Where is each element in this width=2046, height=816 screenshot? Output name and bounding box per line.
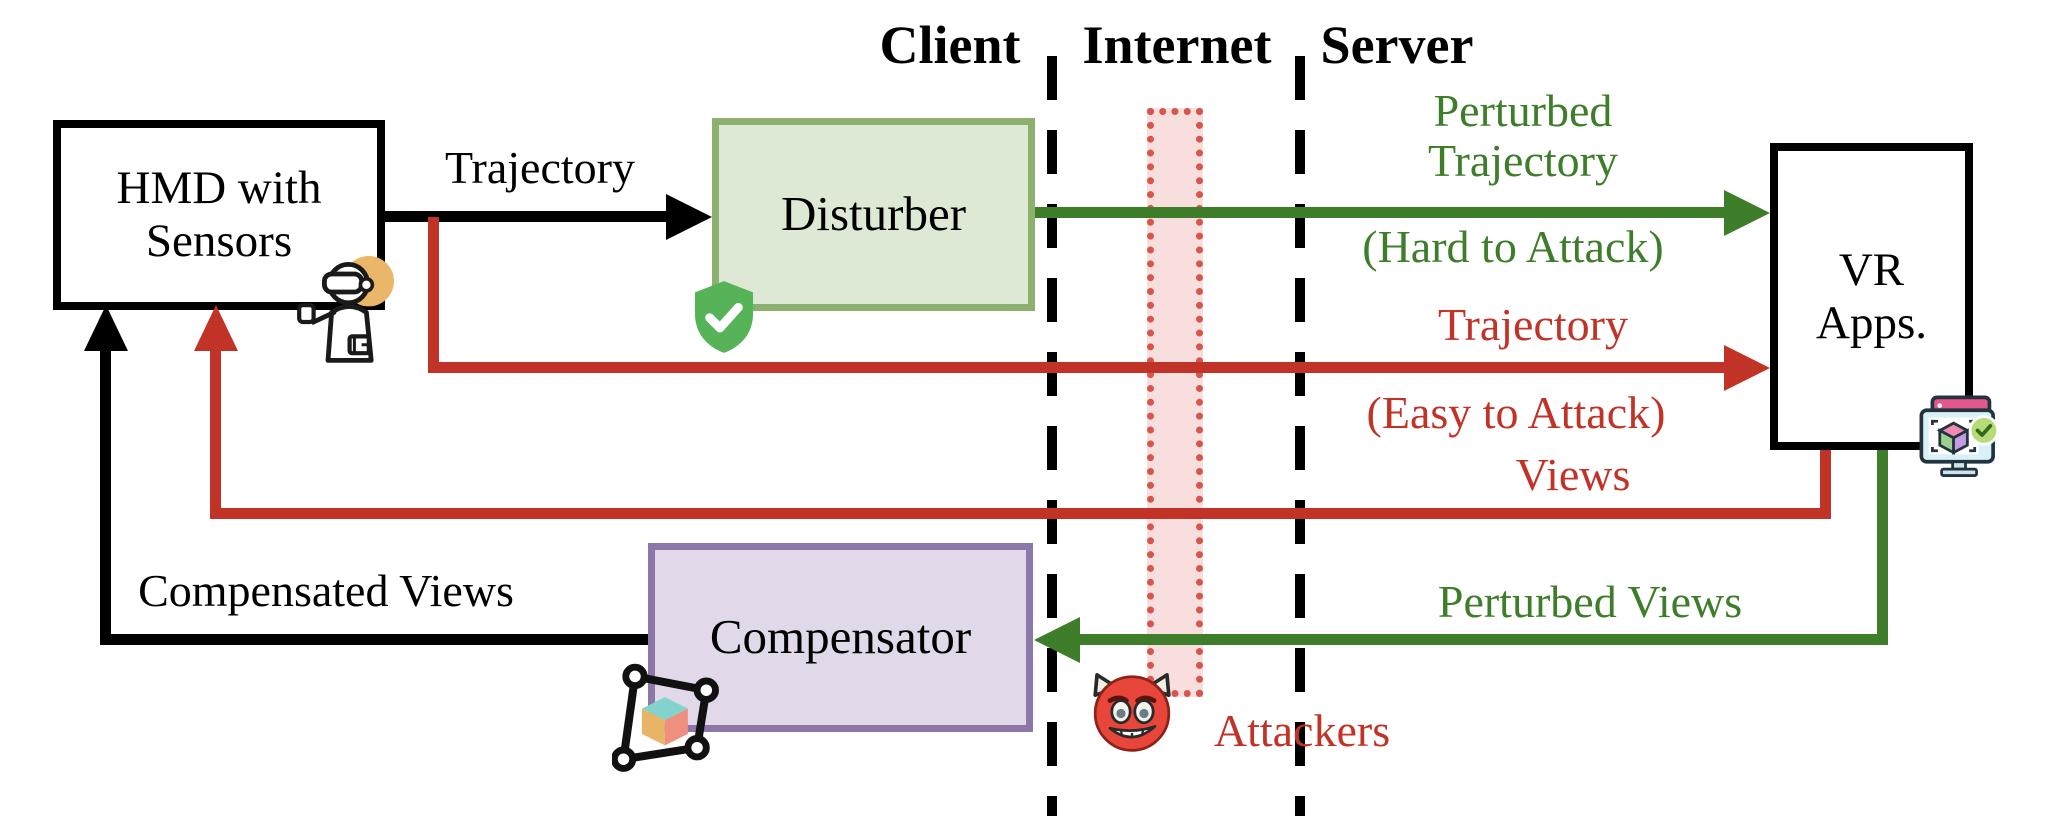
warped-mesh-cube-icon (610, 658, 727, 773)
edge-label-trajectory: Trajectory (445, 142, 635, 193)
zone-label-internet: Internet (1082, 15, 1272, 75)
wire-views-rise (210, 345, 221, 519)
zone-label-client: Client (879, 15, 1021, 75)
arrowhead-perturbed-trajectory (1724, 190, 1770, 236)
monitor-vr-cube-check-icon (1914, 390, 2006, 482)
wire-compensated-views (100, 634, 648, 645)
edge-label-perturbed-views: Perturbed Views (1437, 576, 1743, 627)
node-disturber-label: Disturber (780, 186, 967, 242)
wire-raw-trajectory-drop (428, 217, 439, 373)
person-wearing-vr-headset-icon (292, 250, 412, 370)
arrowhead-trajectory (666, 194, 712, 240)
zone-label-server: Server (1320, 15, 1474, 75)
wire-compensated-views-rise (100, 345, 111, 645)
arrowhead-raw-trajectory (1724, 345, 1770, 391)
client-internet-divider (1047, 56, 1057, 816)
edge-note-hard-to-attack: (Hard to Attack) (1362, 221, 1664, 272)
wire-raw-trajectory (428, 362, 1727, 373)
wire-perturbed-trajectory (1035, 207, 1727, 218)
arrowhead-perturbed-views (1034, 617, 1080, 663)
arrowhead-compensated-views (84, 305, 128, 351)
node-compensator-label: Compensator (709, 609, 972, 665)
attackers-label: Attackers (1213, 705, 1391, 756)
attack-zone-band (1147, 108, 1203, 697)
node-disturber: Disturber (712, 118, 1035, 311)
node-hmd-label: HMD with Sensors (116, 162, 322, 267)
internet-server-divider (1295, 56, 1305, 816)
edge-label-raw-trajectory: Trajectory (1438, 299, 1628, 350)
wire-views-drop (1820, 450, 1831, 519)
edge-label-views: Views (1515, 449, 1631, 500)
edge-label-compensated-views: Compensated Views (138, 565, 514, 616)
wire-trajectory (385, 211, 675, 222)
edge-label-perturbed-trajectory: Perturbed Trajectory (1428, 85, 1618, 186)
shield-check-icon (683, 276, 765, 358)
wire-views (210, 508, 1831, 519)
wire-perturbed-views-drop (1877, 450, 1888, 645)
wire-perturbed-views (1077, 634, 1888, 645)
node-vr-apps-label: VR Apps. (1816, 243, 1927, 349)
edge-note-easy-to-attack: (Easy to Attack) (1366, 387, 1666, 438)
arrowhead-views (194, 305, 238, 351)
devil-face-icon (1086, 662, 1178, 754)
